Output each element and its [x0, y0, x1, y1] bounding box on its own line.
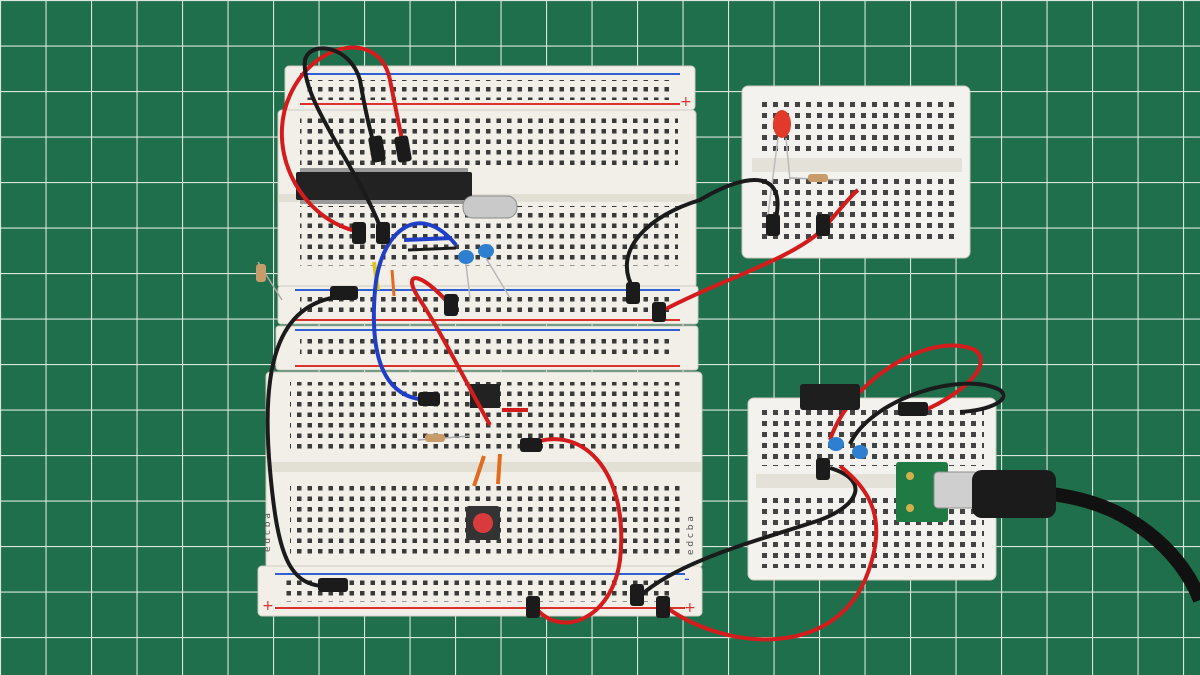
- capacitor-1: [458, 250, 474, 264]
- capacitor-2: [478, 244, 494, 258]
- red-wire-top-left: [279, 45, 406, 234]
- blue-bar-jumper: [403, 236, 453, 242]
- wire-plugs: [318, 135, 928, 618]
- red-wire-to-usb: [660, 464, 879, 642]
- black-wire-top: [302, 46, 384, 233]
- black-wire-left: [265, 294, 347, 589]
- resistor-led: [789, 174, 841, 182]
- usb-plug: [972, 470, 1056, 518]
- mini-regulator: [800, 384, 860, 410]
- orange-jumper-1: [472, 455, 486, 487]
- row-letters-bottom: e d c b a: [263, 513, 273, 552]
- orange-jumper-3: [390, 269, 396, 297]
- mini-breadboard-top: [741, 85, 971, 259]
- plus-label-bottom: +: [262, 598, 274, 614]
- crystal-oscillator: [462, 195, 518, 219]
- red-wire-main: [409, 276, 492, 426]
- usb-capacitor-2: [852, 445, 868, 459]
- resistor-left: [256, 261, 283, 301]
- orange-jumper-2: [496, 453, 502, 485]
- black-bar-jumper: [407, 246, 457, 252]
- push-button: [466, 506, 500, 540]
- black-wire-to-usb: [638, 466, 858, 598]
- red-wire-to-led: [659, 188, 860, 314]
- red-led: [767, 110, 791, 216]
- plus-label-bottom-right: +: [684, 600, 696, 616]
- red-wire-loop-bottom: [525, 437, 624, 625]
- plus-label-top: +: [680, 94, 692, 110]
- black-wire-to-led: [624, 178, 780, 292]
- minus-label-bottom: -: [684, 569, 690, 588]
- black-wire-usb-loop: [848, 381, 1006, 445]
- usb-capacitor-1: [828, 437, 844, 451]
- resistor-main: [417, 434, 471, 442]
- row-letters-right: e d c b a: [686, 516, 696, 555]
- blue-wire-main: [371, 221, 458, 402]
- microcontroller-chip: [296, 172, 472, 200]
